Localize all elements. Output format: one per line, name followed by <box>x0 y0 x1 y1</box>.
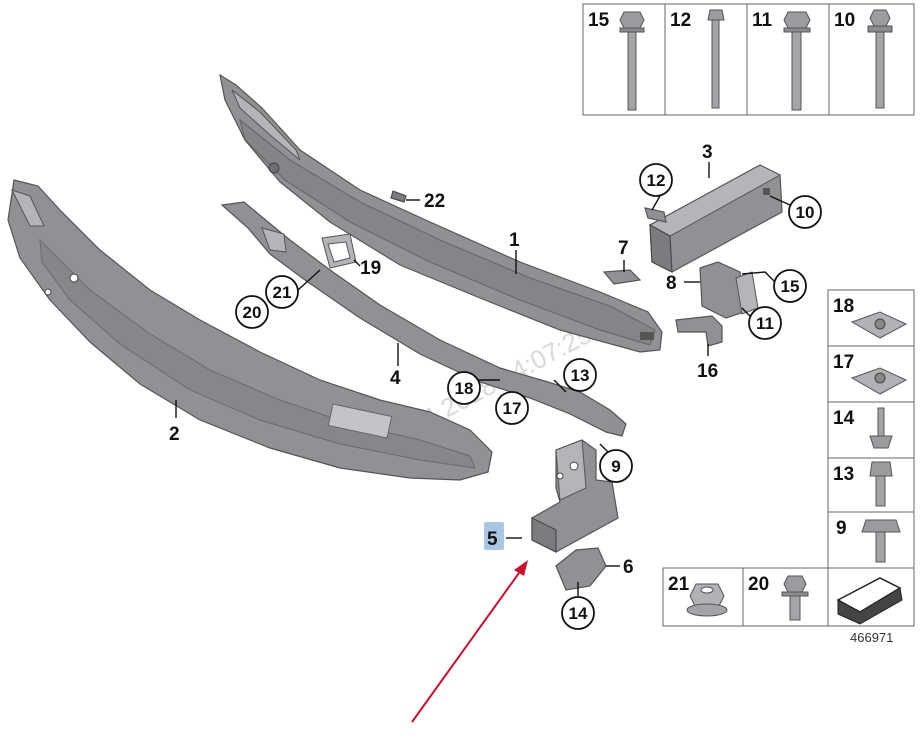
fastener-table-bottom: 21 20 <box>662 567 915 627</box>
fastener-13-label: 13 <box>833 464 854 485</box>
part-spring-clip[interactable] <box>321 233 357 269</box>
part-bracket[interactable] <box>644 164 783 273</box>
screw-9-icon <box>861 519 901 563</box>
callout-22: 22 <box>424 191 445 212</box>
fastener-21-label: 21 <box>668 574 690 595</box>
part-strip[interactable] <box>220 201 627 437</box>
part-clip[interactable] <box>602 269 642 285</box>
clip-nut-17-icon <box>850 367 908 395</box>
fastener-table-top: 15 12 11 10 <box>582 3 915 116</box>
callout-20: 20 <box>243 303 262 322</box>
rivet-14-icon <box>869 407 893 449</box>
fastener-17-label: 17 <box>833 352 854 373</box>
part-holder[interactable] <box>675 315 723 347</box>
callout-1: 1 <box>509 230 520 251</box>
bolt-20-icon <box>781 575 809 621</box>
part-bumper-carrier[interactable] <box>219 73 663 353</box>
fastener-9-label: 9 <box>836 518 847 539</box>
circled-callouts: 9 10 11 12 13 14 15 17 18 20 21 <box>235 163 822 630</box>
bolt-15-icon <box>619 11 645 111</box>
fastener-15-label: 15 <box>588 10 610 31</box>
fastener-20-label: 20 <box>748 574 769 595</box>
fastener-14-label: 14 <box>833 408 855 429</box>
callout-5-highlight <box>484 522 504 550</box>
red-arrow <box>411 560 528 723</box>
callout-15: 15 <box>781 277 800 296</box>
fastener-11-label: 11 <box>752 10 773 31</box>
clip-nut-18-icon <box>850 311 908 339</box>
fastener-table-right: 18 17 14 13 9 <box>827 289 915 569</box>
callout-8: 8 <box>666 273 677 294</box>
callout-12: 12 <box>647 171 666 190</box>
part-pin[interactable] <box>390 190 407 203</box>
screw-13-icon <box>869 461 893 507</box>
callout-14: 14 <box>569 604 588 623</box>
fastener-12-label: 12 <box>670 10 691 31</box>
flange-nut-21-icon <box>686 583 728 617</box>
callout-11: 11 <box>756 314 774 333</box>
bolt-11-icon <box>783 11 811 111</box>
reference-number: 466971 <box>850 630 893 645</box>
callout-21: 21 <box>273 283 292 302</box>
callout-18: 18 <box>455 379 474 398</box>
leader-lines <box>175 162 791 596</box>
bolt-10-icon <box>867 9 893 109</box>
callout-19: 19 <box>360 258 381 279</box>
callout-3: 3 <box>702 142 713 163</box>
direction-arrow-icon <box>836 577 903 625</box>
part-cap[interactable] <box>555 547 607 591</box>
part-mount-plate[interactable] <box>699 261 759 319</box>
callout-4: 4 <box>390 368 401 389</box>
callout-9: 9 <box>611 457 620 476</box>
fastener-18-label: 18 <box>833 296 854 317</box>
callout-2: 2 <box>169 424 180 445</box>
callout-13: 13 <box>571 366 590 385</box>
fastener-10-label: 10 <box>834 10 855 31</box>
callout-6: 6 <box>623 557 634 578</box>
callout-16: 16 <box>697 361 718 382</box>
callout-7: 7 <box>618 238 629 259</box>
callout-17: 17 <box>503 399 522 418</box>
callout-5: 5 <box>487 529 498 550</box>
bolt-12-icon <box>707 9 725 109</box>
callout-10: 10 <box>796 203 815 222</box>
part-crash-box[interactable] <box>531 439 619 553</box>
part-lower-absorber[interactable] <box>7 179 493 481</box>
